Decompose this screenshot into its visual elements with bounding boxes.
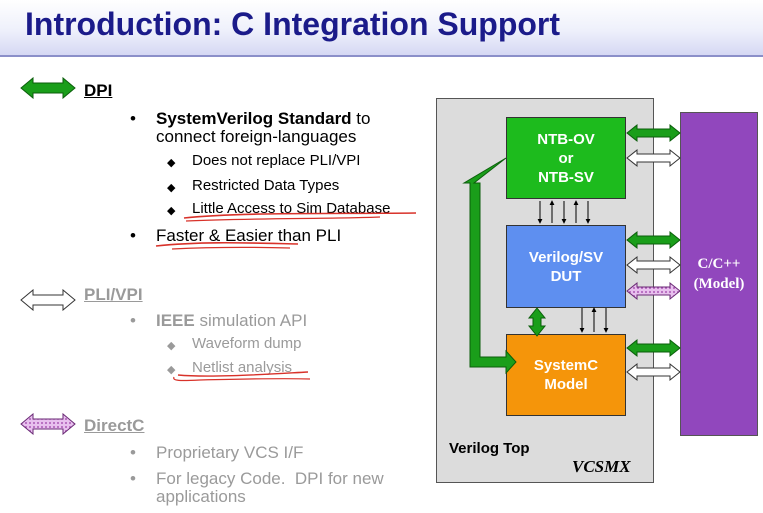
red-underline-mark xyxy=(155,241,299,250)
pli-bullet-1: IEEE simulation API xyxy=(156,311,308,330)
diagram-connectors xyxy=(462,123,681,382)
dpi-bullet-2: Faster & Easier than PLI xyxy=(156,226,342,245)
pli-sub-2: Netlist analysis xyxy=(192,359,293,376)
pli-sub-1: Waveform dump xyxy=(192,335,302,352)
dpi-bullet-1-line2: connect foreign-languages xyxy=(156,127,357,146)
diamond-bullet: ◆ xyxy=(167,182,176,194)
diamond-bullet: ◆ xyxy=(167,157,176,169)
c-cpp-model-block xyxy=(680,112,758,436)
bullet-dot: • xyxy=(130,469,136,488)
vcsmx-label: VCSMX xyxy=(572,457,631,476)
verilog-top-label: Verilog Top xyxy=(449,440,530,457)
dut-block: Verilog/SV DUT xyxy=(506,225,626,308)
title-divider xyxy=(0,55,763,57)
directc-bullet-1: Proprietary VCS I/F xyxy=(156,443,304,462)
dpi-heading: DPI xyxy=(84,81,113,100)
dpi-sub-1: Does not replace PLI/VPI xyxy=(192,152,361,169)
directc-bullet-2-line2: applications xyxy=(156,487,246,506)
directc-arrow-icon xyxy=(20,413,76,435)
dpi-sub-2: Restricted Data Types xyxy=(192,177,340,194)
page-title: Introduction: C Integration Support xyxy=(25,6,561,42)
directc-heading: DirectC xyxy=(84,416,145,435)
bullet-dot: • xyxy=(130,226,136,245)
red-underline-mark xyxy=(183,212,417,222)
pli-heading: PLI/VPI xyxy=(84,285,143,304)
bullet-dot: • xyxy=(130,311,136,330)
directc-bullet-2: For legacy Code. DPI for new xyxy=(156,469,384,488)
systemc-block: SystemC Model xyxy=(506,334,626,416)
c-cpp-model-label: C/C++ (Model) xyxy=(693,256,745,292)
pli-arrow-icon xyxy=(20,289,76,311)
red-underline-mark xyxy=(173,371,311,382)
diamond-bullet: ◆ xyxy=(167,340,176,352)
diamond-bullet: ◆ xyxy=(167,364,176,376)
diamond-bullet: ◆ xyxy=(167,205,176,217)
ntb-block: NTB-OV or NTB-SV xyxy=(506,117,626,199)
bullet-dot: • xyxy=(130,443,136,462)
dpi-arrow-icon xyxy=(20,77,76,99)
bullet-dot: • xyxy=(130,109,136,128)
dpi-bullet-1: SystemVerilog Standard to xyxy=(156,109,371,128)
title-bar xyxy=(0,0,763,56)
